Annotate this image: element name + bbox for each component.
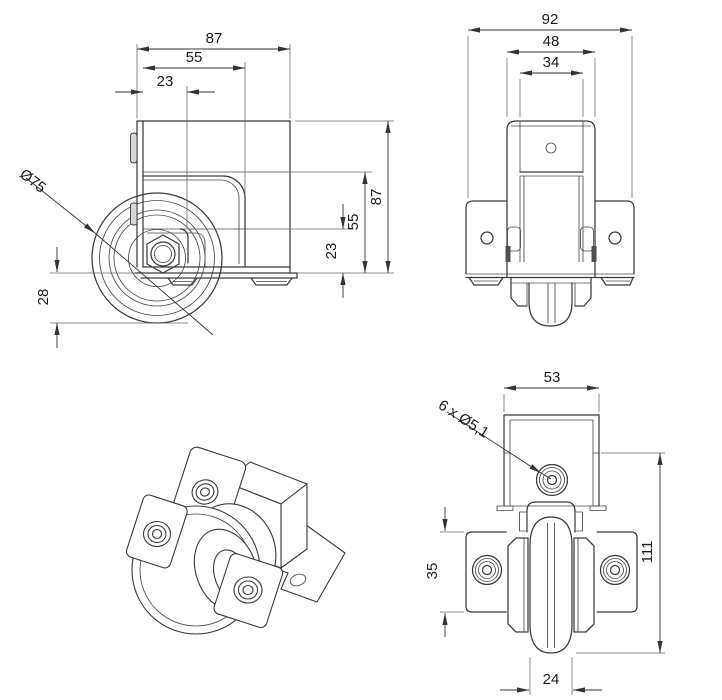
flange-hole-left [480,231,494,245]
dim-wheel-diameter: Ø75 [16,166,49,197]
bracket-side [130,120,298,286]
dim-front-width-inner: 34 [543,54,560,71]
bottom-view: 53 6 x Ø5,1 35 111 24 [424,369,665,695]
dim-side-width-inner: 23 [157,73,174,90]
dim-wheel-drop: 28 [35,289,52,306]
dim-side-width-outer: 87 [206,30,223,47]
bracket-front [505,120,597,278]
dim-hole-callout: 6 x Ø5,1 [435,397,492,442]
side-view-dimensions: 87 55 23 87 55 23 28 Ø75 [16,30,394,348]
wheel-bottomview [507,501,595,654]
base-plate-hole-iso [289,573,307,587]
bracket-hole [545,142,557,154]
front-view-dimensions: 92 48 34 [467,11,633,198]
dim-total-height: 111 [639,541,656,564]
dim-front-width-outer: 92 [542,11,559,28]
dim-wheel-width: 24 [543,671,560,688]
dim-flange-height: 35 [424,563,441,580]
wings-bottomview [465,531,638,613]
grommet-top-iso [191,479,219,505]
front-view: 92 48 34 [465,11,635,327]
isometric-view [125,446,346,635]
dim-side-height-outer: 87 [368,189,385,206]
mount-plate-front [465,200,635,286]
side-tab-lower [130,202,138,226]
wheel-side [91,192,223,324]
dim-top-width: 53 [544,369,561,386]
mount-hole [535,463,569,497]
top-box-bottomview [496,414,607,511]
left-flange-iso [125,494,188,569]
dim-side-height-mid: 55 [345,214,362,231]
wheel-front [510,276,592,327]
dim-side-height-inner: 23 [323,243,340,260]
dim-side-width-mid: 55 [186,49,203,66]
side-view: 87 55 23 87 55 23 28 Ø75 [16,30,394,348]
dim-front-width-mid: 48 [543,33,560,50]
flange-hole-right [608,231,622,245]
side-tab-upper [130,132,138,164]
axle-nut [146,234,180,274]
lower-flange-iso [213,553,284,629]
